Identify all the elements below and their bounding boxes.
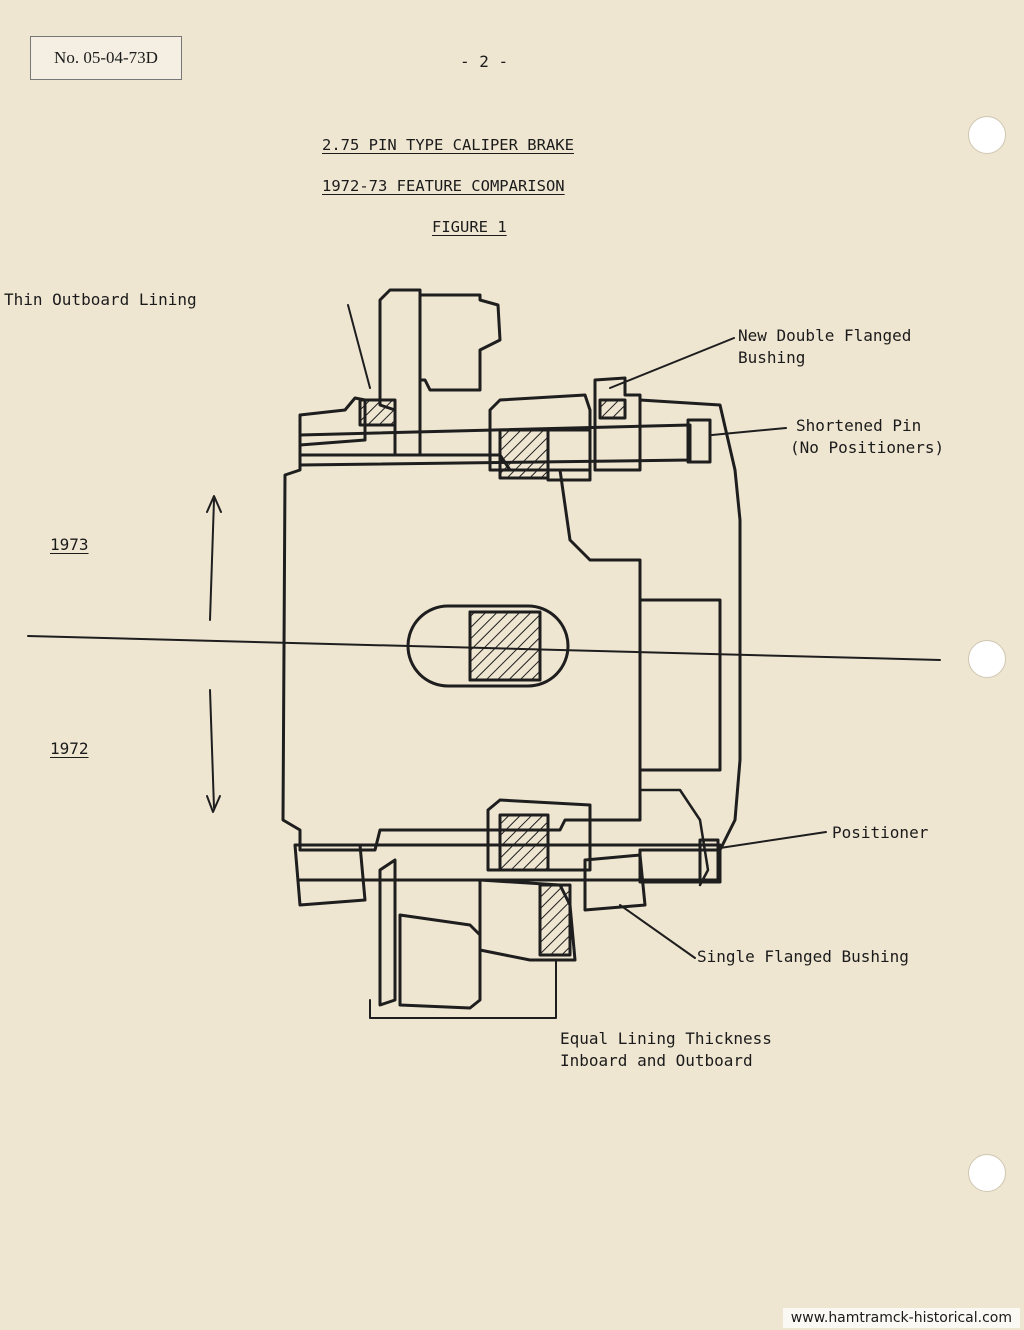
- upper-lining-hatched: [358, 398, 397, 427]
- label-new-double-flanged-line2: Bushing: [738, 348, 806, 367]
- lower-single-flanged-bushing: [583, 853, 647, 912]
- lower-outboard-block: [398, 913, 482, 1010]
- label-equal-lining-line1: Equal Lining Thickness: [560, 1029, 772, 1048]
- label-single-flanged-bushing: Single Flanged Bushing: [697, 947, 909, 966]
- arrow-1972-icon: [206, 689, 221, 813]
- upper-body-inner: [638, 598, 722, 772]
- leader-lines: [347, 304, 827, 1019]
- shortened-pin-head: [686, 418, 712, 464]
- binder-hole-bottom: [968, 1154, 1006, 1192]
- upper-outboard-block: [418, 293, 502, 392]
- label-shortened-pin-line1: Shortened Pin: [796, 416, 922, 435]
- arrow-1973-icon: [206, 495, 222, 621]
- watermark-url: www.hamtramck-historical.com: [782, 1308, 1020, 1328]
- leader-single-flanged: [619, 904, 696, 959]
- lower-pin-head: [638, 848, 722, 884]
- page-number: - 2 -: [460, 52, 509, 71]
- upper-outboard-shoe: [378, 288, 422, 457]
- year-1973: 1973: [50, 535, 89, 554]
- center-hub-hatched: [468, 610, 542, 682]
- lower-outer-bracket: [293, 843, 367, 907]
- label-shortened-pin-line2: (No Positioners): [790, 438, 945, 457]
- label-new-double-flanged: New Double Flanged Bushing: [738, 325, 911, 369]
- figure-label: FIGURE 1: [432, 218, 507, 236]
- binder-hole-top: [968, 116, 1006, 154]
- lower-piston-block: [486, 798, 592, 872]
- center-hub-capsule: [406, 604, 570, 688]
- positioner-tab: [698, 838, 720, 884]
- upper-piston-hatched: [498, 428, 550, 480]
- label-shortened-pin: Shortened Pin (No Positioners): [790, 415, 944, 459]
- label-equal-lining: Equal Lining Thickness Inboard and Outbo…: [560, 1028, 772, 1072]
- leader-thin-outboard: [347, 304, 371, 389]
- lower-piston-hatched: [498, 813, 550, 872]
- upper-caliper-body: [638, 398, 742, 852]
- label-positioner: Positioner: [832, 823, 929, 842]
- leader-positioner: [719, 831, 827, 849]
- upper-piston-block: [488, 393, 592, 472]
- binder-hole-middle: [968, 640, 1006, 678]
- label-thin-outboard-lining: Thin Outboard Lining: [4, 290, 197, 309]
- leader-double-flanged: [609, 337, 735, 389]
- lower-lining-hatched: [538, 883, 572, 957]
- label-new-double-flanged-line1: New Double Flanged: [738, 326, 912, 345]
- bulletin-number: No. 05-04-73D: [30, 36, 182, 80]
- diagram-subtitle: 1972-73 FEATURE COMPARISON: [322, 177, 565, 195]
- leader-shortened-pin: [711, 427, 787, 436]
- upper-bushing-hatched: [598, 398, 627, 420]
- label-equal-lining-line2: Inboard and Outboard: [560, 1051, 753, 1070]
- positioner-clip: [638, 788, 710, 887]
- leader-equal-lining: [369, 959, 557, 1019]
- diagram-title: 2.75 PIN TYPE CALIPER BRAKE: [322, 136, 574, 154]
- upper-double-flanged-bushing: [593, 376, 642, 472]
- year-1972: 1972: [50, 739, 89, 758]
- lower-outboard-shoe: [378, 858, 397, 1007]
- shortened-pin-body: [298, 423, 692, 467]
- upper-rib: [546, 428, 592, 482]
- upper-outer-bracket: [298, 396, 367, 447]
